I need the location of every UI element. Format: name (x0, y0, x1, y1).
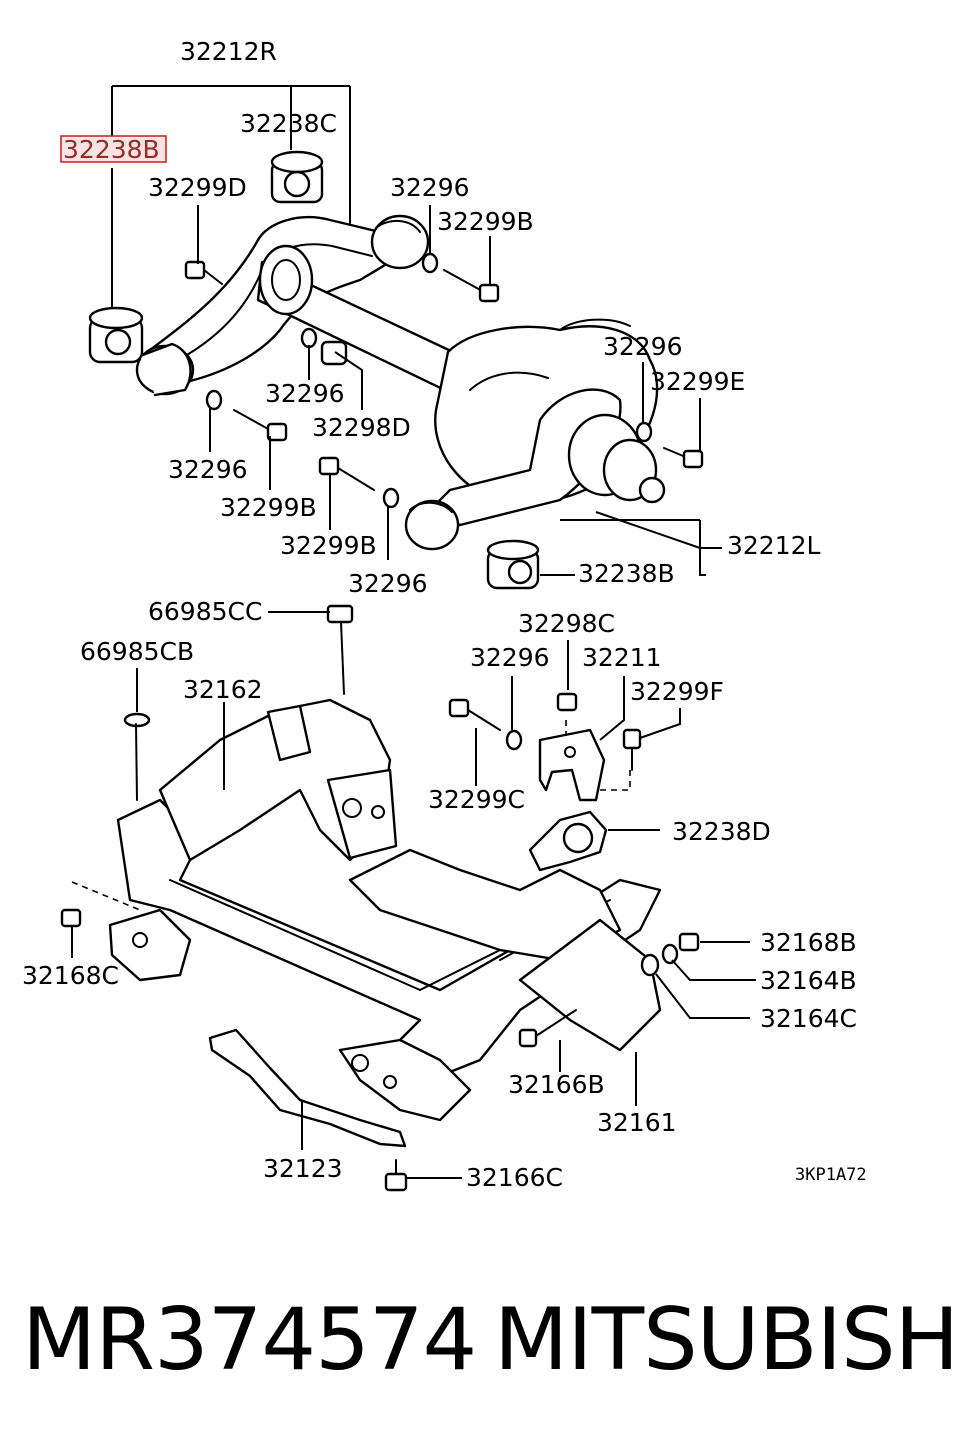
part-number: MR374574 (22, 1290, 477, 1390)
label-32299E: 32299E (650, 367, 745, 396)
output-flange (567, 413, 666, 504)
stay-32123 (208, 1028, 407, 1148)
label-32296-d: 32296 (168, 455, 248, 484)
member-bushing-right (404, 499, 460, 551)
label-32296-c: 32296 (265, 379, 345, 408)
label-32168C: 32168C (22, 961, 119, 990)
diagram-code: 3KP1A72 (795, 1165, 867, 1185)
label-32238B: 32238B (578, 559, 675, 588)
washer-32164C (640, 953, 660, 977)
label-32298C: 32298C (518, 609, 615, 638)
bolt-32299C (448, 698, 501, 731)
bolt-32299B-mid (233, 409, 288, 442)
highlight-box (60, 135, 167, 163)
bolt-32166C (384, 1159, 408, 1192)
label-32238C: 32238C (240, 109, 337, 138)
label-32299B-c: 32299B (280, 531, 377, 560)
bolt-32299F (622, 728, 642, 771)
brand-name: MITSUBISHI (494, 1290, 960, 1390)
nut-32168B (678, 932, 700, 952)
label-32238B-highlighted: 32238B (63, 135, 160, 164)
label-66985CB: 66985CB (80, 637, 194, 666)
nut-32298C (556, 692, 578, 712)
label-32296-b: 32296 (603, 332, 683, 361)
label-32162: 32162 (183, 675, 263, 704)
nut-32168C (60, 908, 82, 928)
upper-assembly (88, 85, 722, 590)
bolt-32166B (518, 1009, 577, 1048)
label-32296-a: 32296 (390, 173, 470, 202)
label-32296-e: 32296 (348, 569, 428, 598)
member-bushing-top (370, 214, 430, 270)
lower-assembly (60, 604, 756, 1192)
bracket-32211 (538, 728, 606, 802)
bolt-66985CB (123, 712, 151, 801)
label-32299C: 32299C (428, 785, 525, 814)
bolt-66985CC (326, 604, 354, 695)
label-32296-f: 32296 (470, 643, 550, 672)
label-32166C: 32166C (466, 1163, 563, 1192)
label-32166B: 32166B (508, 1070, 605, 1099)
bushing-32238D (528, 810, 608, 872)
bolt-32299D (184, 260, 223, 285)
bushing-32238B-upper (88, 306, 144, 364)
label-32299B-b: 32299B (220, 493, 317, 522)
label-32212L: 32212L (727, 531, 821, 560)
washer-32296-lower (505, 729, 523, 751)
label-32212R: 32212R (180, 37, 277, 66)
bushing-32238C (270, 150, 324, 204)
washers-32296 (205, 252, 653, 509)
label-32299F: 32299F (630, 677, 724, 706)
label-32299B-a: 32299B (437, 207, 534, 236)
label-32164C: 32164C (760, 1004, 857, 1033)
member-bushing-left (135, 342, 195, 397)
rear-beam (348, 848, 622, 962)
member-arm-right (428, 388, 622, 527)
label-32299D: 32299D (148, 173, 247, 202)
label-32164B: 32164B (760, 966, 857, 995)
front-mount (338, 1038, 472, 1122)
part-labels: 32212R 32238C 32238B 32299D 32296 32299B… (22, 37, 867, 1192)
caption: MR374574 MITSUBISHI (0, 1290, 960, 1400)
label-32211: 32211 (582, 643, 662, 672)
label-32298D: 32298D (312, 413, 411, 442)
right-bracket (518, 918, 662, 1052)
label-32123: 32123 (263, 1154, 343, 1183)
washer-32164B (661, 943, 679, 965)
collar-32298D (320, 340, 348, 366)
label-66985CC: 66985CC (148, 597, 262, 626)
bolt-32299E (663, 447, 704, 469)
label-32238D: 32238D (672, 817, 771, 846)
bushing-32238B-lower (486, 539, 540, 590)
label-32161: 32161 (597, 1108, 677, 1137)
bolt-32299B-lower (318, 456, 375, 491)
label-32168B: 32168B (760, 928, 857, 957)
